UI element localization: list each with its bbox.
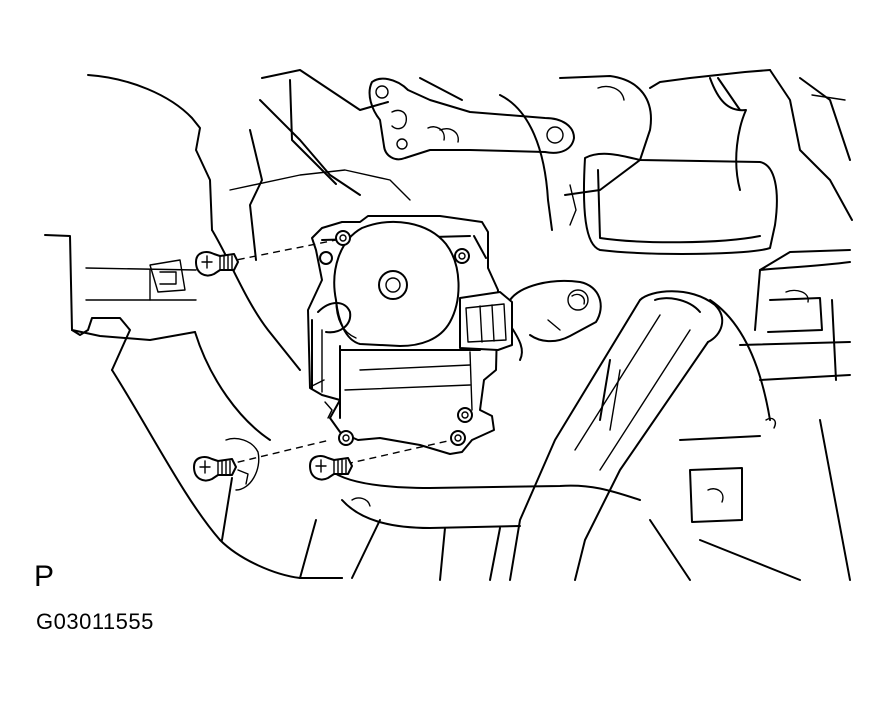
screw-bottom-right [309, 455, 353, 481]
screw-bottom-left [193, 456, 237, 482]
right-panel [679, 249, 851, 581]
left-housing [44, 74, 343, 579]
link-arm [509, 280, 602, 361]
diagonal-tube [509, 290, 771, 581]
upper-right-duct [559, 69, 853, 255]
view-letter: P [34, 560, 55, 593]
upper-bracket [229, 69, 575, 231]
damper-servo-actuator [307, 215, 513, 455]
lower-housing [221, 469, 801, 581]
figure-code: G03011555 [36, 609, 154, 634]
screw-top [195, 251, 239, 277]
alignment-dashes [225, 239, 453, 466]
